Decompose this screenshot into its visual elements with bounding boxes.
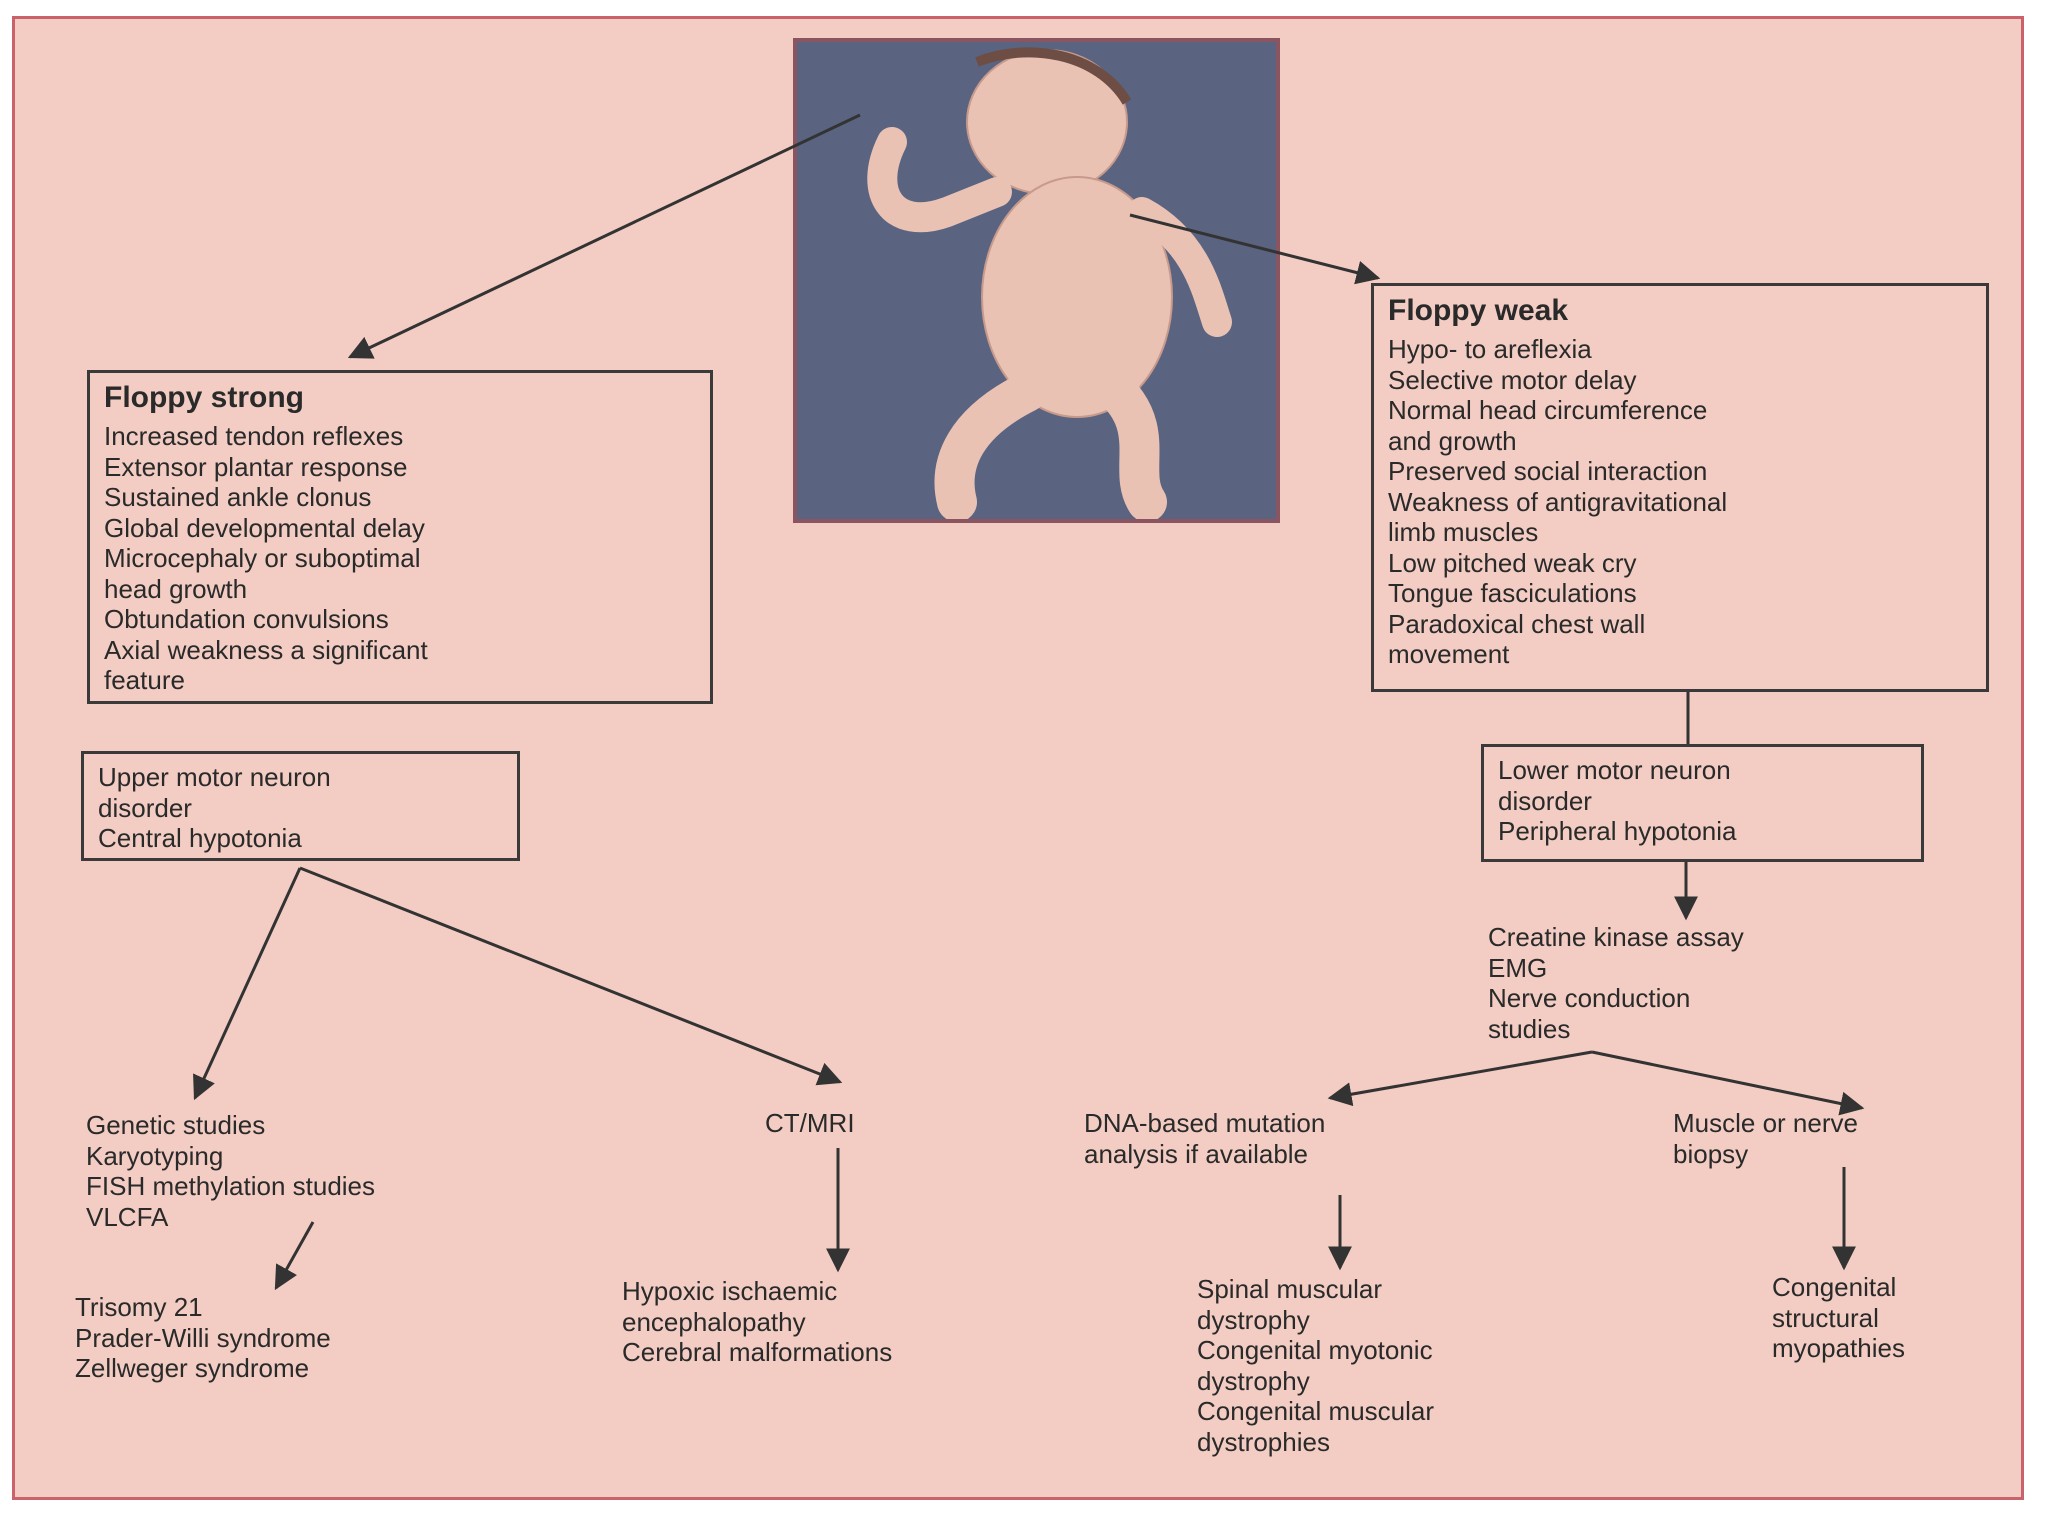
floppy-strong-title: Floppy strong (104, 381, 304, 414)
genetic-studies-line: Genetic studies (86, 1110, 266, 1140)
biopsy-line: Muscle or nerve (1673, 1108, 1858, 1138)
arrow-to-floppy-strong (347, 113, 861, 359)
floppy-strong-line: Sustained ankle clonus (104, 482, 372, 512)
floppy-weak-line: Low pitched weak cry (1388, 547, 1637, 578)
upper-motor-box: Upper motor neuron disorder Central hypo… (81, 751, 520, 861)
biopsy-outcomes-text: Congenital structural myopathies (1772, 1272, 1905, 1364)
upper-motor-line: Central hypotonia (98, 823, 302, 853)
dna-outcomes-line: dystrophy (1197, 1304, 1310, 1335)
ct-mri-line: CT/MRI (765, 1108, 855, 1138)
dna-outcomes-line: Congenital muscular (1197, 1396, 1435, 1426)
ct-outcomes-line: Cerebral malformations (622, 1337, 893, 1367)
ct-outcomes-line: encephalopathy (622, 1306, 806, 1337)
investigations-line: Creatine kinase assay (1488, 922, 1744, 952)
genetic-outcomes-line: Prader-Willi syndrome (75, 1322, 331, 1353)
ct-outcomes-line: Hypoxic ischaemic (622, 1276, 838, 1306)
dna-outcomes-line: Spinal muscular (1197, 1274, 1382, 1304)
investigations-line: Nerve conduction (1488, 983, 1691, 1013)
upper-motor-line: Upper motor neuron (98, 762, 331, 792)
investigations-text: Creatine kinase assay EMG Nerve conducti… (1488, 922, 1744, 1044)
arrow-investigations-to-dna (1327, 1050, 1593, 1107)
floppy-weak-line: movement (1388, 639, 1510, 669)
floppy-strong-line: Obtundation convulsions (104, 604, 389, 634)
biopsy-outcomes-line: structural (1772, 1302, 1879, 1333)
floppy-weak-line: Hypo- to areflexia (1388, 334, 1592, 364)
floppy-strong-line: Global developmental delay (104, 512, 425, 543)
biopsy-text: Muscle or nerve biopsy (1673, 1108, 1858, 1169)
infant-photo (793, 38, 1280, 523)
dna-outcomes-line: dystrophies (1197, 1426, 1330, 1457)
floppy-weak-line: limb muscles (1388, 517, 1539, 547)
investigations-line: EMG (1488, 952, 1548, 983)
biopsy-outcomes-line: myopathies (1772, 1333, 1905, 1363)
floppy-strong-line: feature (104, 665, 185, 695)
genetic-studies-line: VLCFA (86, 1201, 169, 1232)
genetic-studies-text: Genetic studies Karyotyping FISH methyla… (86, 1110, 375, 1232)
genetic-outcomes-line: Zellweger syndrome (75, 1353, 310, 1383)
dna-outcomes-line: Congenital myotonic (1197, 1335, 1433, 1365)
biopsy-line: biopsy (1673, 1138, 1749, 1169)
floppy-strong-line: Increased tendon reflexes (104, 421, 404, 451)
floppy-weak-title: Floppy weak (1388, 294, 1569, 327)
floppy-weak-box: Floppy weak Hypo- to areflexia Selective… (1371, 283, 1989, 692)
lower-motor-line: Lower motor neuron (1498, 755, 1731, 785)
arrow-investigations-to-biopsy (1591, 1050, 1865, 1116)
genetic-studies-line: Karyotyping (86, 1140, 224, 1171)
lower-motor-box: Lower motor neuron disorder Peripheral h… (1481, 744, 1924, 862)
biopsy-outcomes-line: Congenital (1772, 1272, 1897, 1302)
floppy-strong-line: Microcephaly or suboptimal (104, 543, 421, 573)
floppy-weak-line: and growth (1388, 425, 1517, 456)
floppy-strong-line: Axial weakness a significant (104, 634, 428, 665)
dna-analysis-line: analysis if available (1084, 1138, 1309, 1169)
investigations-line: studies (1488, 1013, 1571, 1044)
arrow-to-floppy-weak (1129, 213, 1381, 285)
upper-motor-line: disorder (98, 792, 192, 823)
arrow-genetic-to-outcomes (274, 1221, 315, 1291)
dna-outcomes-line: dystrophy (1197, 1365, 1310, 1396)
floppy-weak-line: Normal head circumference (1388, 395, 1708, 425)
arrow-upper-to-ctmri (299, 866, 843, 1086)
floppy-weak-line: Selective motor delay (1388, 364, 1637, 395)
floppy-weak-line: Paradoxical chest wall (1388, 608, 1646, 639)
ct-mri-text: CT/MRI (765, 1108, 855, 1139)
genetic-studies-line: FISH methylation studies (86, 1171, 376, 1201)
ct-outcomes-text: Hypoxic ischaemic encephalopathy Cerebra… (622, 1276, 892, 1368)
genetic-outcomes-text: Trisomy 21 Prader-Willi syndrome Zellweg… (75, 1292, 331, 1384)
infant-illustration (797, 42, 1276, 519)
floppy-strong-line: head growth (104, 573, 248, 604)
genetic-outcomes-line: Trisomy 21 (75, 1292, 203, 1322)
dna-analysis-text: DNA-based mutation analysis if available (1084, 1108, 1325, 1169)
floppy-weak-line: Weakness of antigravitational (1388, 486, 1728, 517)
dna-analysis-line: DNA-based mutation (1084, 1108, 1326, 1138)
floppy-weak-line: Tongue fasciculations (1388, 578, 1637, 608)
floppy-strong-line: Extensor plantar response (104, 451, 408, 482)
dna-outcomes-text: Spinal muscular dystrophy Congenital myo… (1197, 1274, 1434, 1457)
floppy-weak-line: Preserved social interaction (1388, 456, 1708, 486)
floppy-strong-box: Floppy strong Increased tendon reflexes … (87, 370, 713, 704)
lower-motor-line: Peripheral hypotonia (1498, 816, 1737, 846)
lower-motor-line: disorder (1498, 785, 1592, 816)
arrow-upper-to-genetic (193, 867, 302, 1101)
